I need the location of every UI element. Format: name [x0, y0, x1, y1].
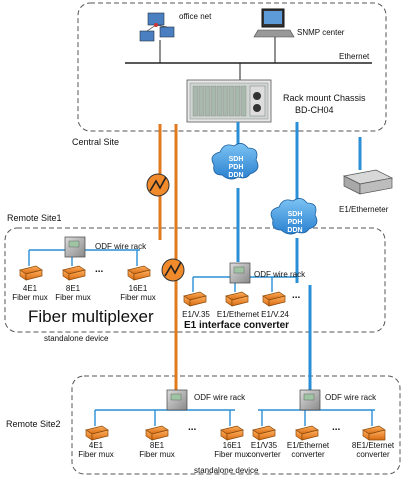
r2-odf-left-label: ODF wire rack: [194, 393, 246, 402]
remote2-bus: [94, 409, 375, 426]
office-net-label: office net: [179, 12, 212, 21]
odf-rack-r2-left: [166, 389, 188, 411]
remote-site2-label: Remote Site2: [6, 419, 61, 429]
conv-device-r1: [183, 291, 286, 307]
r1-odf-left-label: ODF wire rack: [95, 242, 147, 251]
fiber-symbol-2: [161, 258, 185, 282]
mux-device-r2: [85, 425, 244, 441]
snmp-computer-icon: [253, 8, 295, 38]
snmp-center-label: SNMP center: [297, 28, 345, 37]
office-net-icon: [139, 12, 175, 42]
ethernet-label: Ethernet: [339, 52, 370, 61]
r2-standalone-label: standalone device: [194, 466, 259, 475]
r1-conv-ethernet: E1/Ethernet: [216, 310, 260, 319]
r1-mux-ellipsis: ...: [95, 264, 104, 275]
e1-interface-converter-title: E1 interface converter: [184, 320, 290, 331]
fiber-links: [158, 124, 178, 392]
r2-conv-ellipsis: ...: [332, 422, 341, 433]
r2-mux-ellipsis: ...: [188, 422, 197, 433]
e1-etherneter-device: [342, 169, 394, 195]
chassis-label-1: Rack mount Chassis: [283, 93, 366, 103]
r1-conv-v24: E1/V.24: [261, 310, 289, 319]
e1-etherneter-label: E1/Etherneter: [339, 205, 389, 214]
r1-conv-ellipsis: ...: [292, 290, 301, 301]
rack-chassis: [186, 79, 272, 123]
cloud-sdh-2: [270, 198, 318, 235]
remote-site2-box: [71, 375, 401, 475]
mux-device-r1: [19, 265, 151, 281]
odf-rack-r1-right: [229, 262, 251, 284]
r1-standalone-label: standalone device: [44, 334, 109, 343]
r2-odf-right-label: ODF wire rack: [325, 393, 377, 402]
chassis-label-2: BD-CH04: [295, 105, 334, 115]
fiber-symbol-1: [146, 173, 170, 197]
odf-rack-r2-right: [299, 389, 321, 411]
remote-site1-label: Remote Site1: [7, 213, 62, 223]
r1-conv-v35: E1/V.35: [182, 310, 210, 319]
central-site-box: [77, 2, 387, 132]
r1-odf-right-label: ODF wire rack: [254, 270, 306, 279]
conv-device-r2: [252, 425, 386, 441]
odf-rack-r1-left: [64, 236, 86, 258]
fiber-multiplexer-title: Fiber multiplexer: [28, 307, 154, 326]
cloud-sdh-1: [211, 143, 259, 180]
remote-site1-box: [4, 227, 386, 333]
central-site-label: Central Site: [72, 137, 120, 147]
